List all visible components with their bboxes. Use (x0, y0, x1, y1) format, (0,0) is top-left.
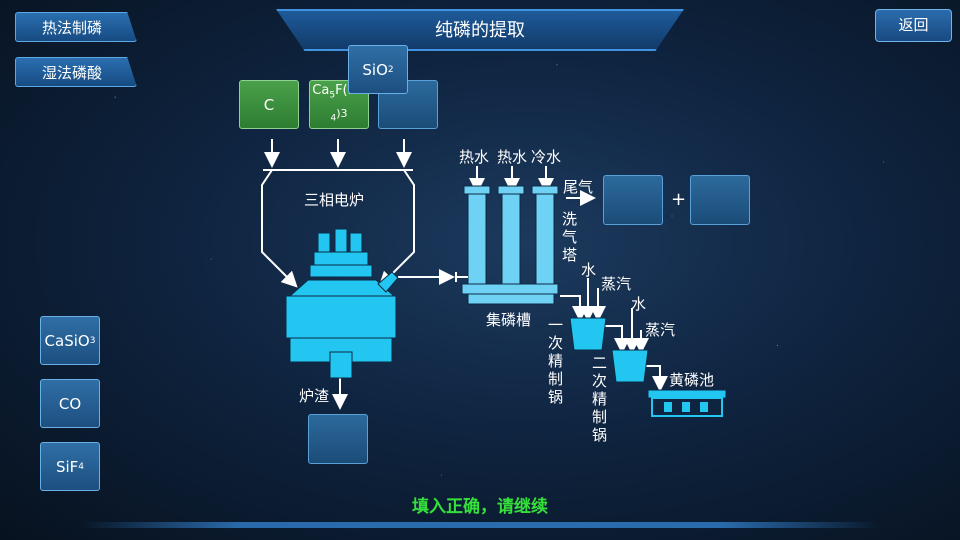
back-button[interactable]: 返回 (875, 9, 952, 42)
cold-water-label: 冷水 (531, 148, 562, 166)
tail-gas-label: 尾气 (563, 178, 594, 196)
slag-slot[interactable] (308, 414, 368, 464)
furnace-label: 三相电炉 (304, 191, 365, 209)
water-label-1: 水 (581, 261, 597, 279)
bottom-decoration (80, 522, 880, 528)
wash-tower-label: 洗气塔 (562, 210, 578, 264)
steam-label-1: 蒸汽 (601, 275, 632, 293)
primary-pot-label: 一次精制锅 (548, 316, 564, 406)
steam-label-2: 蒸汽 (645, 321, 676, 339)
secondary-pot-label: 二次精制锅 (592, 354, 608, 444)
yellow-pool-label: 黄磷池 (669, 371, 715, 389)
slag-label: 炉渣 (299, 387, 330, 405)
hot-water-label-1: 热水 (459, 148, 490, 166)
collector-label: 集磷槽 (486, 311, 532, 329)
thermal-phosphorus-button[interactable]: 热法制磷 (15, 12, 137, 42)
hot-water-label-2: 热水 (497, 148, 528, 166)
co-tile[interactable]: CO (40, 379, 100, 428)
carbon-tile[interactable]: C (239, 80, 299, 129)
tail-gas-slot-2[interactable] (690, 175, 750, 225)
tail-gas-slot-1[interactable] (603, 175, 663, 225)
plus-sign: + (671, 189, 687, 210)
status-message: 填入正确，请继续 (412, 497, 548, 517)
water-label-2: 水 (631, 295, 647, 313)
apatite-tile[interactable]: Ca5F(PO 4)3 (309, 80, 369, 129)
